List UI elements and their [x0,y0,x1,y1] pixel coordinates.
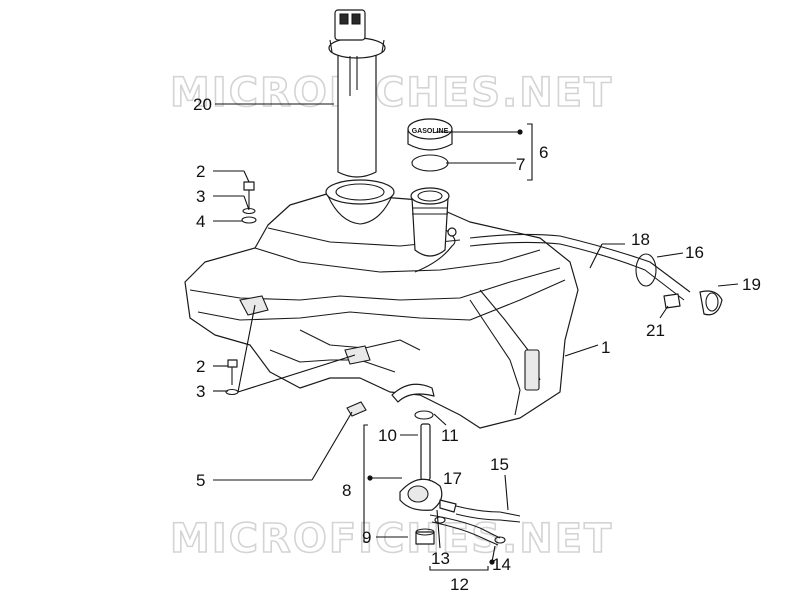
label-part-18: 18 [631,230,650,249]
label-part-21: 21 [646,321,665,340]
label-part-4: 4 [196,212,205,231]
label-part-5: 5 [196,471,205,490]
bolt-upper-drawing [241,181,257,224]
label-part-17: 17 [443,469,462,488]
label-part-16: 16 [685,243,704,262]
label-part-13: 13 [431,549,450,568]
label-part-8: 8 [342,481,351,500]
label-part-1: 1 [601,338,610,357]
label-part-2-lower: 2 [196,357,205,376]
label-part-3-upper: 3 [196,187,205,206]
label-part-10: 10 [378,426,397,445]
label-part-2-upper: 2 [196,162,205,181]
vent-hose-drawing [469,233,723,316]
watermark-top: MICROFICHES.NET [170,70,613,116]
label-part-14: 14 [492,555,511,574]
part-labels: 20 6 7 2 3 4 2 3 5 1 18 16 19 21 10 11 8… [193,95,761,594]
label-part-9: 9 [362,528,371,547]
cap-gasket-drawing [411,154,449,172]
fuel-tap-drawing [391,383,521,546]
fuel-cap-drawing: GASOLINE [407,118,453,151]
label-part-20: 20 [193,95,212,114]
label-part-3-lower: 3 [196,382,205,401]
bolt-lower-drawing [225,359,239,396]
label-part-19: 19 [742,275,761,294]
label-part-6: 6 [539,143,548,162]
label-part-11: 11 [441,426,459,445]
label-part-7: 7 [516,155,525,174]
label-part-15: 15 [490,455,509,474]
label-part-12: 12 [450,575,469,594]
leader-lines [213,103,739,571]
fuel-tank-drawing [184,179,579,429]
watermark-bottom: MICROFICHES.NET [170,516,613,562]
fuel-pump-drawing [328,9,386,178]
clip-nut-drawing [346,401,367,417]
cap-text: GASOLINE [412,128,449,135]
